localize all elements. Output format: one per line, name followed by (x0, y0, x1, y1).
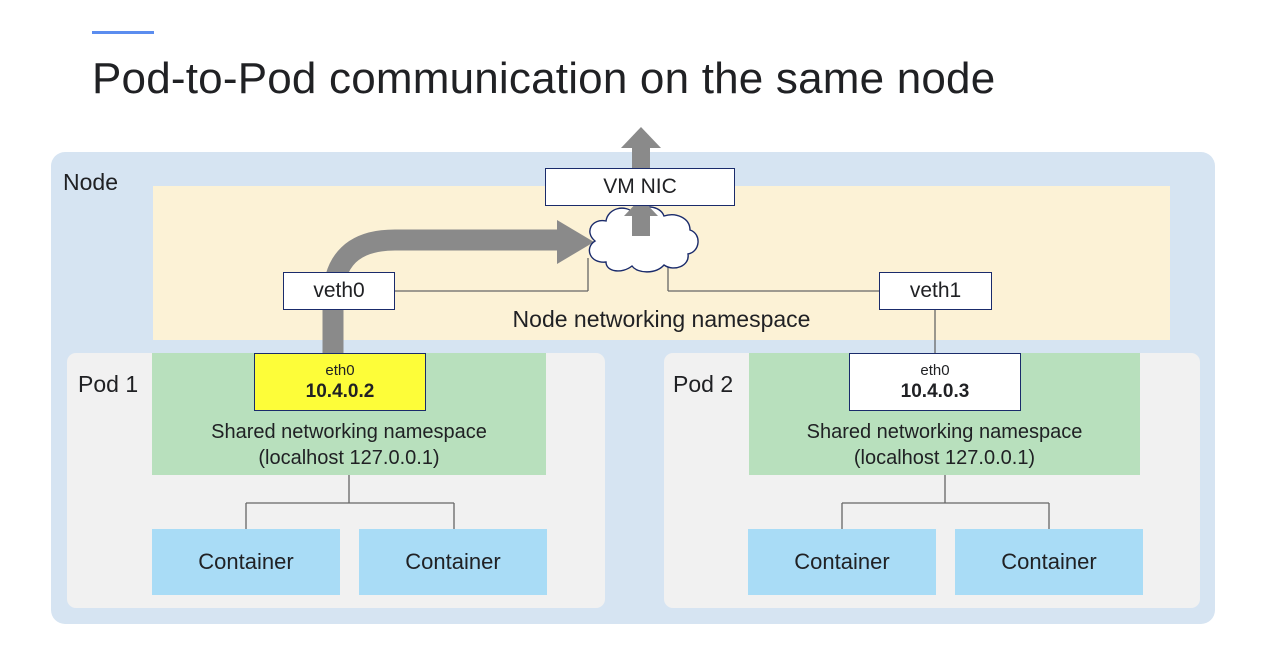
pod-2-localhost-label: (localhost 127.0.0.1) (853, 447, 1036, 469)
pod-1-label: Pod 1 (78, 371, 139, 397)
bridge-to-nic-arrow-head-icon (624, 198, 658, 216)
pod-2-container-2: Container (955, 529, 1143, 595)
pod-2-eth0-name: eth0 (920, 362, 950, 379)
accent-line (92, 31, 154, 34)
pod-1-eth0-name: eth0 (325, 362, 355, 379)
traffic-arrow-head-icon (557, 220, 594, 264)
pod-2-container-1: Container (748, 529, 936, 595)
node-namespace-label: Node networking namespace (512, 306, 811, 332)
pod-1-container-2: Container (359, 529, 547, 595)
bridge-cloud-icon (588, 206, 699, 273)
page-title: Pod-to-Pod communication on the same nod… (92, 54, 996, 103)
pod-2-shared-namespace-label: Shared networking namespace (806, 421, 1083, 443)
pod-1-shared-namespace-label: Shared networking namespace (211, 421, 487, 443)
pod-2-eth0-box: eth0 10.4.0.3 (849, 353, 1021, 411)
pod-1-shared-namespace: Shared networking namespace (localhost 1… (152, 353, 546, 475)
pod-2-label: Pod 2 (673, 371, 734, 397)
egress-arrow-head-icon (621, 127, 661, 148)
pod-1-localhost-label: (localhost 127.0.0.1) (258, 447, 440, 469)
node-label: Node (63, 169, 118, 195)
pod-1-eth0-box: eth0 10.4.0.2 (254, 353, 426, 411)
veth1-box: veth1 (879, 272, 992, 310)
pod-2-eth0-ip: 10.4.0.3 (900, 381, 970, 402)
egress-arrow-icon (632, 144, 650, 168)
pod-1-container-1: Container (152, 529, 340, 595)
pod-1-eth0-ip: 10.4.0.2 (305, 381, 375, 402)
bridge-to-nic-arrow-icon (632, 214, 650, 236)
veth0-box: veth0 (283, 272, 395, 310)
pod-2-shared-namespace: Shared networking namespace (localhost 1… (749, 353, 1140, 475)
vm-nic-box: VM NIC (545, 168, 735, 206)
